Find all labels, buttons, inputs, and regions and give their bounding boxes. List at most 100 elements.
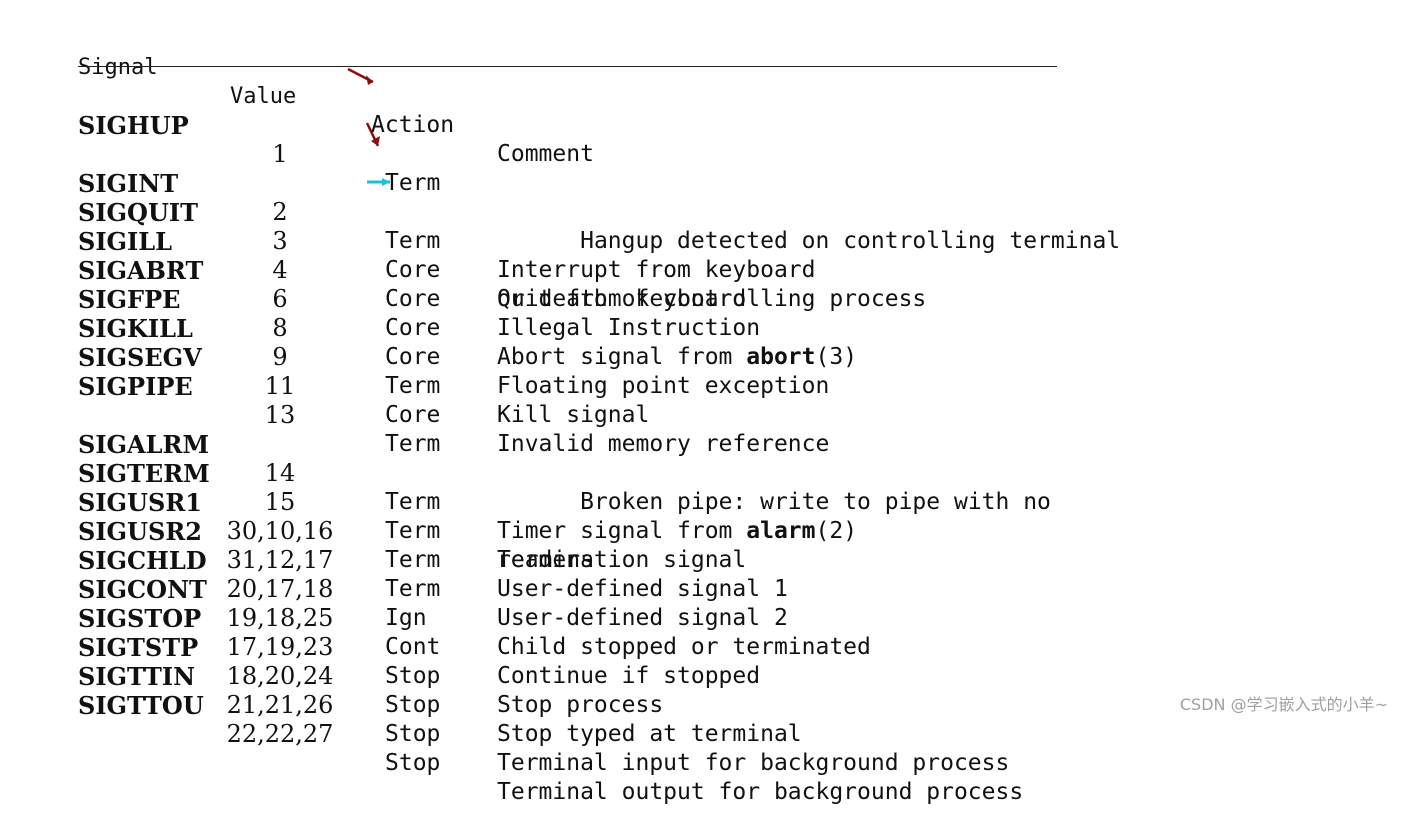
table-row-sigchld: SIGCHLD 20,17,18 Ign Child stopped or te… [78, 517, 1058, 691]
table-row-sigfpe: SIGFPE 8 Core Floating point exception [78, 256, 1058, 430]
signal-name: SIGSTOP [78, 604, 202, 633]
signal-action: Core [385, 286, 441, 312]
signal-value: 9 [272, 343, 288, 371]
comment-function-name: alarm [746, 518, 816, 544]
table-row-sigterm: SIGTERM 15 Term Termination signal [78, 430, 1058, 604]
signal-action: Term [385, 170, 441, 196]
signal-comment: Interrupt from keyboard [497, 257, 816, 283]
table-row-sigcont: SIGCONT 19,18,25 Cont Continue if stoppe… [78, 546, 1058, 720]
signal-comment: Termination signal [497, 547, 747, 573]
comment-function-name: abort [746, 344, 816, 370]
table-row-sigsegv: SIGSEGV 11 Core Invalid memory reference [78, 314, 1058, 488]
signal-comment: User-defined signal 2 [497, 605, 788, 631]
signal-value: 4 [272, 256, 288, 284]
header-action: Action [371, 112, 455, 138]
signal-comment: Illegal Instruction [497, 315, 761, 341]
signal-comment: User-defined signal 1 [497, 576, 788, 602]
signal-action: Stop [385, 692, 441, 718]
signal-action: Core [385, 402, 441, 428]
signal-name: SIGALRM [78, 430, 210, 459]
signal-comment: Kill signal [497, 402, 650, 428]
signal-comment: Broken pipe: write to pipe with no reade… [497, 459, 1057, 633]
signal-comment-line2: or death of controlling process [497, 286, 927, 312]
signal-comment: Terminal output for background process [497, 779, 1024, 805]
signal-value: 8 [272, 314, 288, 342]
signal-name: SIGKILL [78, 314, 193, 343]
signal-action: Core [385, 344, 441, 370]
comment-suffix: (3) [815, 344, 858, 370]
signal-name: SIGPIPE [78, 372, 193, 401]
signal-value: 31,12,17 [226, 546, 334, 574]
signal-action: Stop [385, 663, 441, 689]
signal-name: SIGTTIN [78, 662, 196, 691]
signal-name: SIGFPE [78, 285, 181, 314]
signal-comment: Continue if stopped [497, 663, 761, 689]
signal-action: Term [385, 547, 441, 573]
table-row-sigttou: SIGTTOU 22,22,27 Stop Terminal output fo… [78, 662, 1058, 836]
comment-suffix: (2) [815, 518, 858, 544]
signal-comment-line1: Hangup detected on controlling terminal [580, 228, 1121, 254]
signal-comment-line1: Broken pipe: write to pipe with no [580, 489, 1051, 515]
header-value: Value [230, 84, 297, 109]
signal-comment: Timer signal from alarm(2) [497, 517, 1057, 546]
signal-action: Core [385, 315, 441, 341]
signal-action: Term [385, 576, 441, 602]
signal-value: 21,21,26 [226, 691, 334, 719]
table-row-sigkill: SIGKILL 9 Term Kill signal [78, 285, 1058, 459]
table-row-sigabrt: SIGABRT 6 Core Abort signal from abort(3… [78, 227, 1058, 401]
table-row-sigusr1: SIGUSR1 30,10,16 Term User-defined signa… [78, 459, 1058, 633]
signal-value: 19,18,25 [226, 604, 334, 632]
signal-comment: Quit from keyboard [497, 286, 747, 312]
signal-name: SIGQUIT [78, 198, 198, 227]
signal-value: 20,17,18 [226, 575, 334, 603]
signal-value: 30,10,16 [226, 517, 334, 545]
source-watermark: CSDN @学习嵌入式的小羊~ [1179, 695, 1388, 714]
signal-action: Term [385, 431, 441, 457]
table-row-sigill: SIGILL 4 Core Illegal Instruction [78, 198, 1058, 372]
header-signal: Signal [78, 55, 158, 80]
signal-name: SIGUSR1 [78, 488, 202, 517]
signal-name: SIGTERM [78, 459, 210, 488]
signal-value: 14 [264, 459, 296, 487]
table-row-sighup: SIGHUP 1 Term Hangup detected on control… [78, 82, 1120, 312]
table-row-sigquit: SIGQUIT 3 Core Quit from keyboard [78, 169, 1058, 343]
signal-action: Core [385, 257, 441, 283]
comment-prefix: Abort signal from [497, 344, 747, 370]
table-row-sigalrm: SIGALRM 14 Term Timer signal from alarm(… [78, 401, 1058, 575]
signal-name: SIGILL [78, 227, 173, 256]
signal-table-page: Signal Value Action Comment SIGHUP 1 Ter… [78, 24, 1388, 805]
signal-value: 22,22,27 [226, 720, 334, 748]
comment-prefix: Timer signal from [497, 518, 747, 544]
signal-name: SIGSEGV [78, 343, 202, 372]
signal-action: Term [385, 228, 441, 254]
signal-name: SIGUSR2 [78, 517, 202, 546]
signal-value: 18,20,24 [226, 662, 334, 690]
header-divider [78, 66, 1057, 67]
signal-comment: Floating point exception [497, 373, 830, 399]
signal-action: Ign [385, 605, 427, 631]
signal-action: Term [385, 518, 441, 544]
signal-comment: Child stopped or terminated [497, 634, 871, 660]
signal-action: Term [385, 373, 441, 399]
signal-name: SIGHUP [78, 111, 189, 140]
signal-action: Stop [385, 750, 441, 776]
signal-name: SIGINT [78, 169, 179, 198]
signal-value: 6 [272, 285, 288, 313]
table-header: Signal Value Action Comment [78, 24, 1058, 167]
signal-name: SIGABRT [78, 256, 204, 285]
signal-value: 17,19,23 [226, 633, 334, 661]
signal-comment-line2: readers [497, 547, 594, 573]
signal-value: 11 [264, 372, 296, 400]
signal-action: Term [385, 489, 441, 515]
table-row-sigpipe: SIGPIPE 13 Term Broken pipe: write to pi… [78, 343, 1058, 573]
signal-name: SIGCONT [78, 575, 207, 604]
signal-comment: Hangup detected on controlling terminal … [497, 198, 1120, 372]
signal-value: 13 [264, 401, 296, 429]
signal-value: 3 [272, 227, 288, 255]
signal-value: 1 [272, 140, 288, 168]
signal-comment: Abort signal from abort(3) [497, 343, 1057, 372]
signal-comment: Invalid memory reference [497, 431, 830, 457]
signal-action: Cont [385, 634, 441, 660]
table-row-sigint: SIGINT 2 Term Interrupt from keyboard [78, 140, 1058, 314]
signal-name: SIGTTOU [78, 691, 204, 720]
